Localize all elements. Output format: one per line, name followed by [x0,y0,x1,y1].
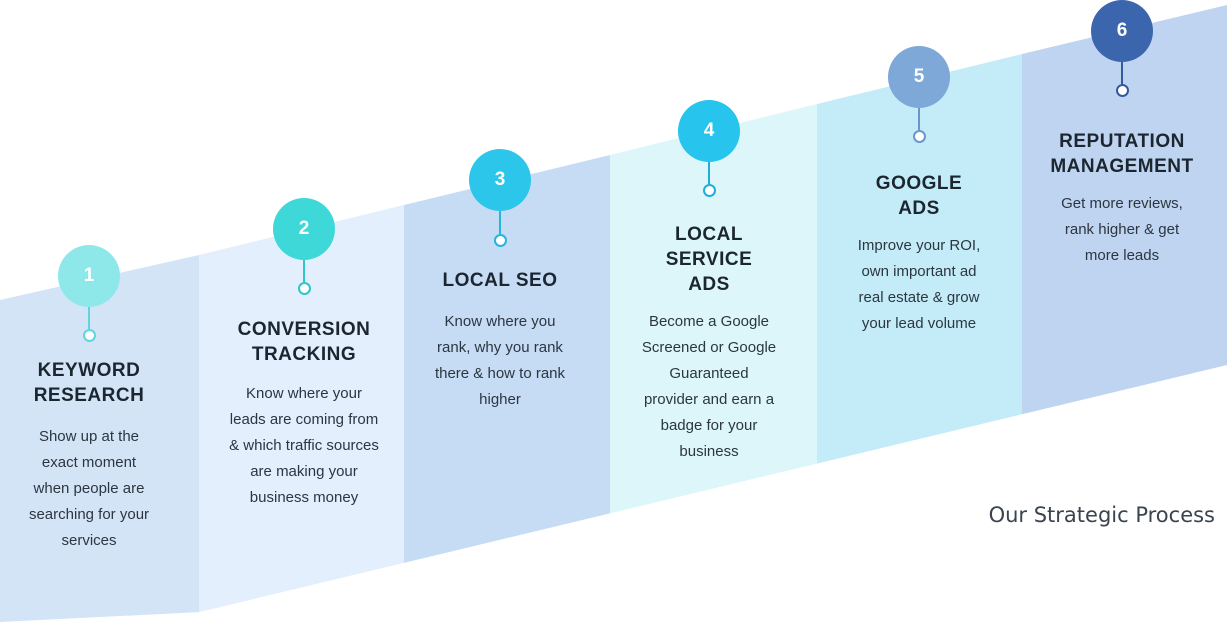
connector-ring [912,130,926,143]
step-description-line: there & how to rank [434,365,566,382]
step-description-line: leads are coming from [229,411,379,428]
step-title: REPUTATION MANAGEMENT [1022,129,1222,179]
step-title: CONVERSION TRACKING [204,317,404,367]
step-description-line: services [61,532,117,549]
step-description-line: own important ad [861,263,977,280]
connector-ring [297,282,311,295]
step-title-line: REPUTATION [1059,131,1185,152]
step-description-line: are making your [250,463,358,480]
step-number-badge: 5 [888,46,950,108]
step-description: Show up at the exact moment when people ar… [0,424,189,554]
step-band-3 [404,155,610,563]
step-number-badge: 2 [273,198,335,260]
connector-ring [82,329,96,342]
step-title-line: KEYWORD [37,360,141,381]
step-number-badge: 4 [678,100,740,162]
step-description-line: Know where your [246,385,362,402]
step-band-4 [610,104,817,514]
step-description-line: higher [479,391,521,408]
step-title-line: ADS [898,198,940,219]
step-band-6 [1022,5,1227,415]
diagram-caption: Our Strategic Process [988,503,1215,527]
step-title-line: CONVERSION [237,319,371,340]
step-description-line: Show up at the [38,428,140,445]
step-description-line: exact moment [41,454,137,471]
connector-line [918,108,920,130]
step-title-line: ADS [688,274,730,295]
step-description-line: more leads [1084,247,1160,264]
step-description-line: business [679,443,739,460]
step-description-line: badge for your [660,417,758,434]
connector-line [303,260,305,282]
step-title: LOCAL SERVICE ADS [609,222,809,297]
step-band-2 [199,205,404,613]
step-band-1 [0,255,199,622]
step-description: Know where you rank, why you rank there & … [400,309,600,413]
step-title-line: SERVICE [665,249,753,270]
step-description-line: Guaranteed [669,365,749,382]
step-description-line: when people are [33,480,145,497]
step-number-badge: 3 [469,149,531,211]
step-description-line: Screened or Google [641,339,777,356]
step-description-line: business money [249,489,359,506]
connector-line [88,307,90,329]
connector-ring [702,184,716,197]
step-number-badge: 6 [1091,0,1153,62]
step-title: LOCAL SEO [400,268,600,293]
step-title: KEYWORD RESEARCH [0,358,189,408]
step-description-line: Improve your ROI, [857,237,981,254]
step-title-line: MANAGEMENT [1050,156,1194,177]
connector-line [708,162,710,184]
step-description: Improve your ROI, own important ad real es… [819,233,1019,337]
step-description-line: provider and earn a [643,391,775,408]
connector-ring [493,234,507,247]
step-description-line: real estate & grow [858,289,980,306]
step-description-line: your lead volume [861,315,977,332]
connector-line [499,211,501,234]
step-title-line: RESEARCH [33,385,145,406]
step-title-line: GOOGLE [875,173,963,194]
step-description-line: & which traffic sources [229,437,379,454]
step-number-badge: 1 [58,245,120,307]
step-description: Get more reviews, rank higher & get more l… [1022,191,1222,269]
step-title-line: LOCAL SEO [442,270,558,291]
step-description-line: rank higher & get [1064,221,1180,238]
step-title: GOOGLE ADS [819,171,1019,221]
connector-ring [1115,84,1129,97]
step-band-5 [817,54,1022,464]
step-description-line: Become a Google [648,313,770,330]
connector-line [1121,62,1123,84]
step-description: Know where your leads are coming from & wh… [204,381,404,511]
step-description-line: rank, why you rank [437,339,563,356]
step-description-line: Know where you [444,313,556,330]
step-title-line: TRACKING [251,344,357,365]
step-description-line: Get more reviews, [1061,195,1183,212]
step-title-line: LOCAL [675,224,743,245]
step-description-line: searching for your [28,506,150,523]
